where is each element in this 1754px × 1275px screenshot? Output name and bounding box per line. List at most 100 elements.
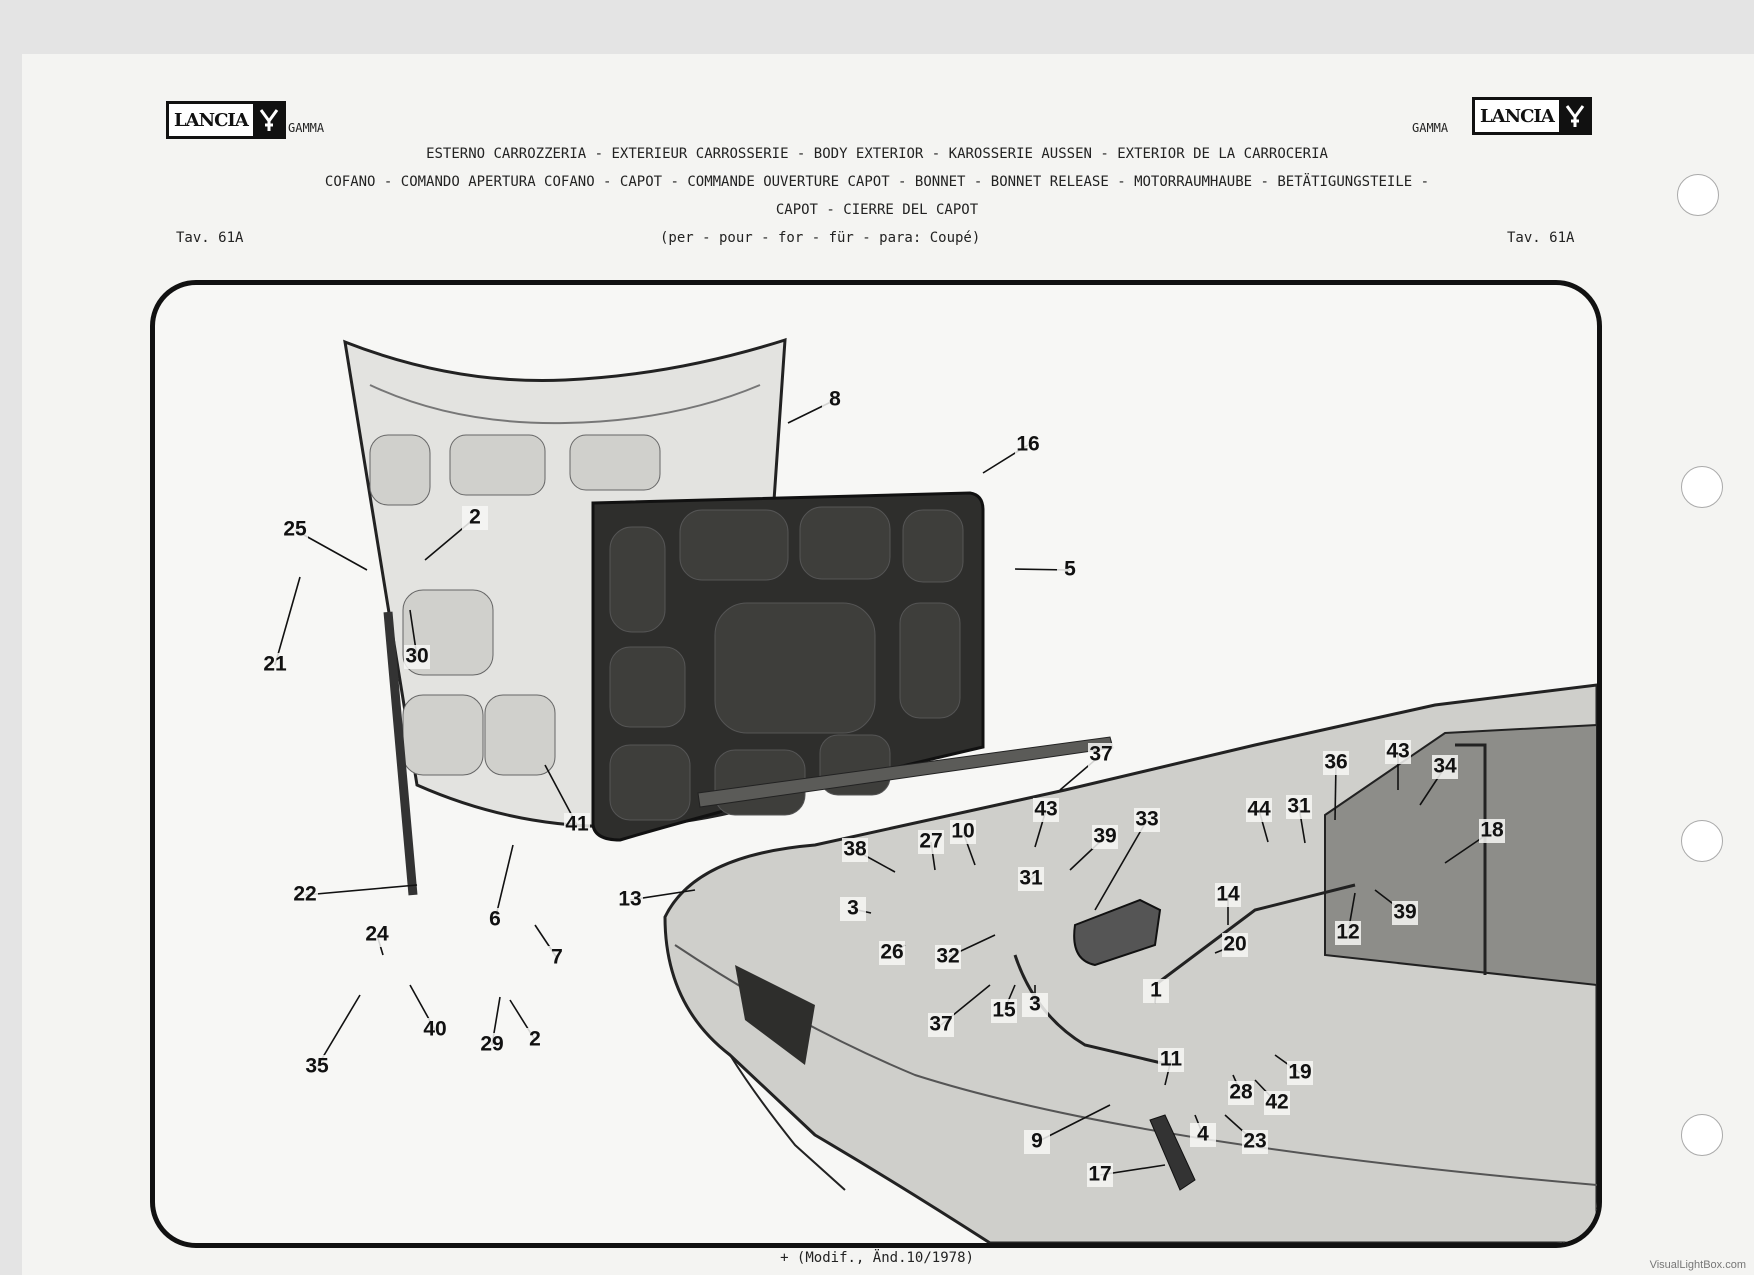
bonnet-latch-shape [1073,898,1162,967]
watermark: VisualLightBox.com [1649,1259,1746,1271]
part-callout-10: 10 [951,820,974,843]
part-callout-36: 36 [1324,751,1347,774]
part-callout-12: 12 [1336,921,1359,944]
part-callout-17: 17 [1088,1163,1111,1186]
callout-label-backdrop [1158,1048,1184,1072]
part-callout-8: 8 [829,388,841,411]
part-callout-11: 11 [1160,1048,1183,1071]
part-callout-37: 37 [929,1013,952,1036]
footer-note: + (Modif., Änd.10/1978) [780,1250,974,1266]
callout-label-backdrop [404,645,430,669]
callout-label-backdrop [1134,808,1160,832]
part-callout-16: 16 [1016,433,1039,456]
callout-leader-line [494,844,514,921]
gas-strut-shape [383,611,418,896]
insulation-pad-shape [591,491,985,842]
callout-label-backdrop [1242,1130,1268,1154]
callout-leader-line [1094,819,1148,911]
callout-label-backdrop [482,908,508,932]
callout-label-backdrop [522,1028,548,1052]
callout-label-backdrop [564,813,590,837]
callout-label-backdrop [304,1055,330,1079]
lancia-logo-left: LANCIA [166,101,286,139]
binder-hole [1681,820,1723,862]
callout-label-backdrop [1057,558,1083,582]
part-callout-35: 35 [305,1055,329,1078]
part-callout-41: 41 [565,813,589,836]
part-callout-43: 43 [1386,740,1409,763]
callout-label-backdrop [1479,819,1505,843]
callout-label-backdrop [1033,798,1059,822]
callout-label-backdrop [292,883,318,907]
callout-label-backdrop [1385,740,1411,764]
callout-label-backdrop [422,1018,448,1042]
part-callout-31: 31 [1019,867,1043,890]
callout-label-backdrop [1088,743,1114,767]
part-callout-3: 3 [847,897,859,920]
gamma-symbol-icon [1560,99,1590,133]
callout-leader-line [274,576,301,666]
part-callout-39: 39 [1093,825,1116,848]
header-line-2: COFANO - COMANDO APERTURA COFANO - CAPOT… [324,174,1430,190]
part-callout-30: 30 [405,645,428,668]
applicability-note: (per - pour - for - für - para: Coupé) [660,230,981,246]
part-callout-27: 27 [919,830,942,853]
part-callout-39: 39 [1393,901,1416,924]
part-callout-28: 28 [1229,1081,1253,1104]
part-callout-14: 14 [1216,883,1240,906]
callout-label-backdrop [262,653,288,677]
part-callout-7: 7 [551,946,563,969]
part-callout-25: 25 [283,518,307,541]
part-callout-33: 33 [1135,808,1158,831]
callout-label-backdrop [479,1033,505,1057]
part-callout-38: 38 [843,838,867,861]
plate-number-left: Tav. 61A [176,230,244,246]
release-handle-shape [1149,1114,1196,1191]
brand-wordmark: LANCIA [168,103,254,137]
part-callout-15: 15 [992,999,1016,1022]
callout-label-backdrop [544,946,570,970]
callout-label-backdrop [918,830,944,854]
part-callout-4: 4 [1197,1123,1209,1146]
part-callout-1: 1 [1150,979,1162,1002]
part-callout-9: 9 [1031,1130,1043,1153]
part-callout-31: 31 [1287,795,1311,818]
part-callout-26: 26 [880,941,903,964]
callout-label-backdrop [282,518,308,542]
callout-label-backdrop [822,388,848,412]
callout-label-backdrop [1143,979,1169,1003]
callout-label-backdrop [1432,755,1458,779]
callout-label-backdrop [1246,798,1272,822]
part-callout-32: 32 [936,945,959,968]
part-callout-23: 23 [1243,1130,1266,1153]
callout-label-backdrop [1392,901,1418,925]
callout-label-backdrop [950,820,976,844]
part-callout-21: 21 [263,653,287,676]
callout-label-backdrop [462,506,488,530]
callout-label-backdrop [1264,1091,1290,1115]
callout-label-backdrop [1015,433,1041,457]
header-line-1: ESTERNO CARROZZERIA - EXTERIEUR CARROSSE… [426,146,1328,162]
callout-label-backdrop [1335,921,1361,945]
part-callout-42: 42 [1265,1091,1288,1114]
callout-label-backdrop [1286,795,1312,819]
part-callout-29: 29 [480,1033,503,1056]
binder-hole [1681,466,1723,508]
part-callout-2: 2 [469,506,481,529]
callout-label-backdrop [928,1013,954,1037]
binder-hole [1677,174,1719,216]
part-callout-24: 24 [365,923,389,946]
callout-label-backdrop [1018,867,1044,891]
gamma-symbol-icon [254,103,284,137]
part-callout-22: 22 [293,883,316,906]
header-line-3: CAPOT - CIERRE DEL CAPOT [775,202,979,218]
plate-number-right: Tav. 61A [1507,230,1575,246]
part-callout-34: 34 [1433,755,1457,778]
callout-label-backdrop [617,888,643,912]
model-label-left: GAMMA [288,121,325,135]
binder-hole [1681,1114,1723,1156]
callout-label-backdrop [1087,1163,1113,1187]
